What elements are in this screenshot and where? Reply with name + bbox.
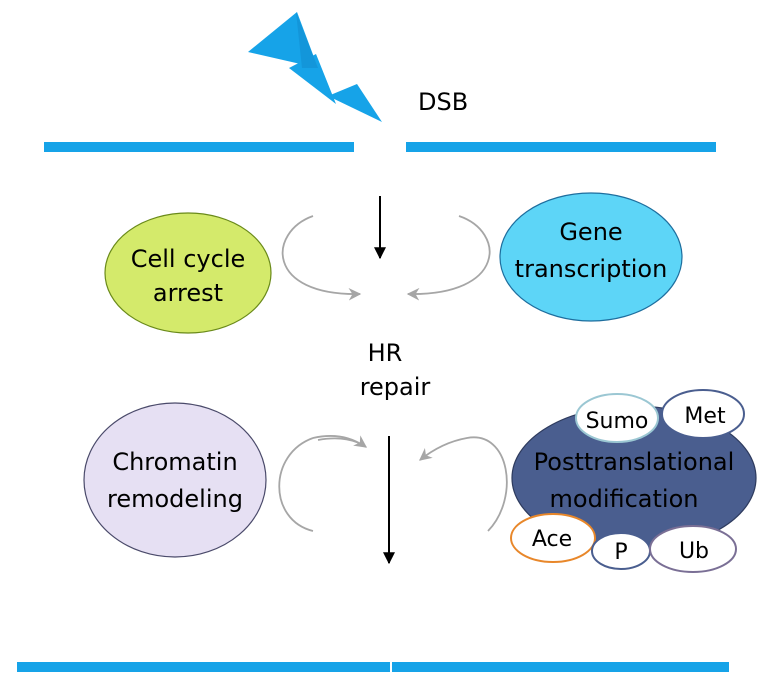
lightning-bolt-icon xyxy=(248,12,382,122)
gene-transcription-ellipse xyxy=(499,192,683,322)
ace-bubble: Ace xyxy=(510,513,596,563)
met-bubble: Met xyxy=(661,389,745,439)
dna-strand-left xyxy=(44,142,354,152)
gene-transcription-label-1: Gene xyxy=(559,218,622,246)
cell-cycle-arrest-label-1: Cell cycle xyxy=(131,245,246,273)
curved-arrow-posttranslational xyxy=(419,436,508,532)
dna-repaired-left xyxy=(17,662,390,672)
ub-label: Ub xyxy=(679,539,709,564)
p-bubble: P xyxy=(591,532,651,570)
chromatin-label-1: Chromatin xyxy=(112,448,237,476)
p-label: P xyxy=(614,540,627,565)
chromatin-remodeling-node: Chromatin remodeling xyxy=(83,402,267,558)
sumo-bubble: Sumo xyxy=(575,393,659,443)
curved-arrow-chromatin-body xyxy=(278,435,365,532)
cell-cycle-arrest-label-2: arrest xyxy=(153,279,223,307)
gene-transcription-label-2: transcription xyxy=(515,255,668,283)
cell-cycle-arrest-ellipse xyxy=(104,212,272,334)
curved-arrow-chromatin-head xyxy=(317,435,368,448)
dna-strand-right xyxy=(406,142,716,152)
hr-label: HR xyxy=(368,339,403,367)
ace-label: Ace xyxy=(532,527,572,552)
curved-arrow-gene-transcription xyxy=(406,215,491,301)
chromatin-label-2: remodeling xyxy=(107,485,243,513)
posttranslational-label-1: Posttranslational xyxy=(534,448,735,476)
posttranslational-label-2: modification xyxy=(550,485,699,513)
dna-repaired-right xyxy=(392,662,729,672)
met-label: Met xyxy=(684,404,726,429)
sumo-label: Sumo xyxy=(586,409,649,434)
ub-bubble: Ub xyxy=(649,525,737,573)
chromatin-remodeling-ellipse xyxy=(83,402,267,558)
dsb-label: DSB xyxy=(418,88,468,116)
curved-arrow-cell-cycle xyxy=(281,215,362,301)
repair-label: repair xyxy=(360,373,431,401)
cell-cycle-arrest-node: Cell cycle arrest xyxy=(104,212,272,334)
gene-transcription-node: Gene transcription xyxy=(499,192,683,322)
